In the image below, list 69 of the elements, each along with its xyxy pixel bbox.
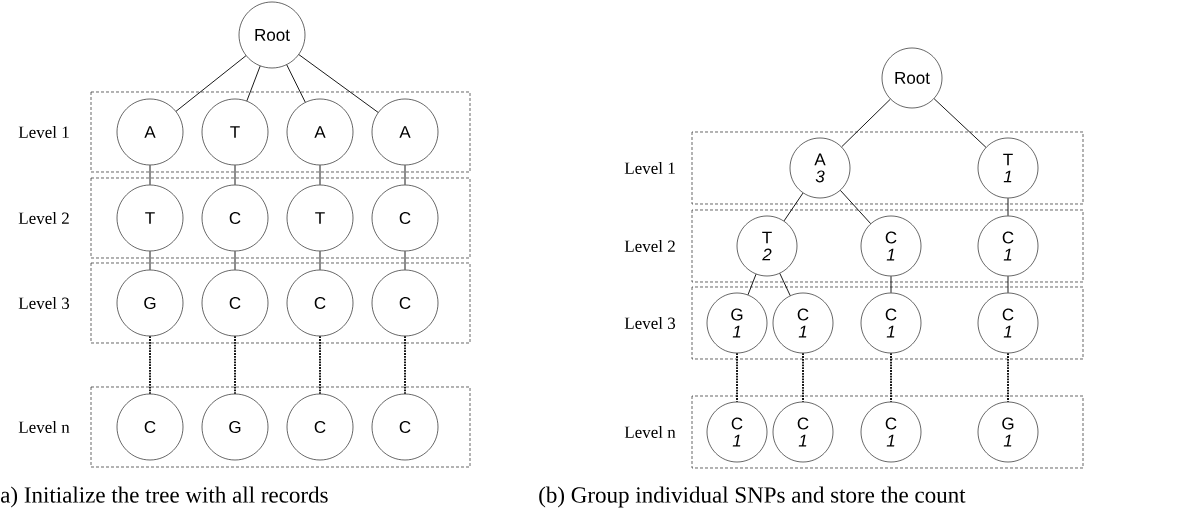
tree-node: A <box>371 98 439 166</box>
connector <box>736 352 738 403</box>
tree-node: T 2 <box>736 215 798 277</box>
connector <box>802 352 804 403</box>
tree-node: Root <box>238 1 306 69</box>
tree-node: T <box>201 98 269 166</box>
level-label: Level 3 <box>18 297 70 309</box>
tree-node: C 1 <box>860 292 922 354</box>
connector <box>404 164 406 186</box>
connector <box>149 164 151 186</box>
tree-node: C 1 <box>706 401 768 463</box>
caption: a) Initialize the tree with all records <box>1 486 328 508</box>
tree-node: Root <box>881 47 943 109</box>
tree-node: C <box>201 184 269 252</box>
connector <box>149 335 151 395</box>
tree-node: T <box>286 184 354 252</box>
connector <box>779 273 791 296</box>
tree-node: G <box>201 393 269 461</box>
tree-node: G 1 <box>706 292 768 354</box>
connector <box>890 275 892 294</box>
level-label: Level 1 <box>18 126 69 138</box>
tree-node: C 1 <box>977 292 1039 354</box>
connector <box>1007 275 1009 294</box>
tree-node: A <box>116 98 184 166</box>
tree-node: C 1 <box>772 292 834 354</box>
tree-node: C <box>116 393 184 461</box>
tree-node: C <box>286 393 354 461</box>
tree-node: C <box>371 393 439 461</box>
tree-node: C 1 <box>860 401 922 463</box>
connector <box>298 54 379 113</box>
tree-node: A 3 <box>789 137 851 199</box>
connector <box>319 250 321 271</box>
caption: (b) Group individual SNPs and store the count <box>539 486 966 508</box>
tree-node: C 1 <box>977 215 1039 277</box>
level-label: Level 2 <box>624 240 675 252</box>
connector <box>747 273 757 296</box>
level-label: Level 3 <box>624 317 676 329</box>
tree-node: C <box>201 269 269 337</box>
connector <box>319 335 321 395</box>
connector <box>1007 352 1009 403</box>
connector <box>175 55 247 112</box>
tree-node: T 1 <box>977 137 1039 199</box>
tree-node: A <box>286 98 354 166</box>
connector <box>841 98 891 148</box>
connector <box>234 164 236 186</box>
tree-node: C 1 <box>860 215 922 277</box>
level-label: Level 1 <box>624 162 675 174</box>
connector <box>839 189 872 225</box>
tree-node: C <box>371 184 439 252</box>
connector <box>933 98 987 148</box>
connector <box>234 250 236 271</box>
tree-node: G <box>116 269 184 337</box>
level-label: Level 2 <box>18 212 69 224</box>
connector <box>234 335 236 395</box>
level-label: Level n <box>624 426 676 438</box>
connector <box>319 164 321 186</box>
level-label: Level n <box>18 421 70 433</box>
connector <box>890 352 892 403</box>
tree-node: T <box>116 184 184 252</box>
connector <box>246 65 261 102</box>
connector <box>1007 197 1009 217</box>
connector <box>404 335 406 395</box>
tree-node: G 1 <box>977 401 1039 463</box>
tree-node: C <box>286 269 354 337</box>
tree-node: C 1 <box>772 401 834 463</box>
connector <box>149 250 151 271</box>
tree-node: C <box>371 269 439 337</box>
connector <box>404 250 406 271</box>
connector <box>286 64 306 103</box>
